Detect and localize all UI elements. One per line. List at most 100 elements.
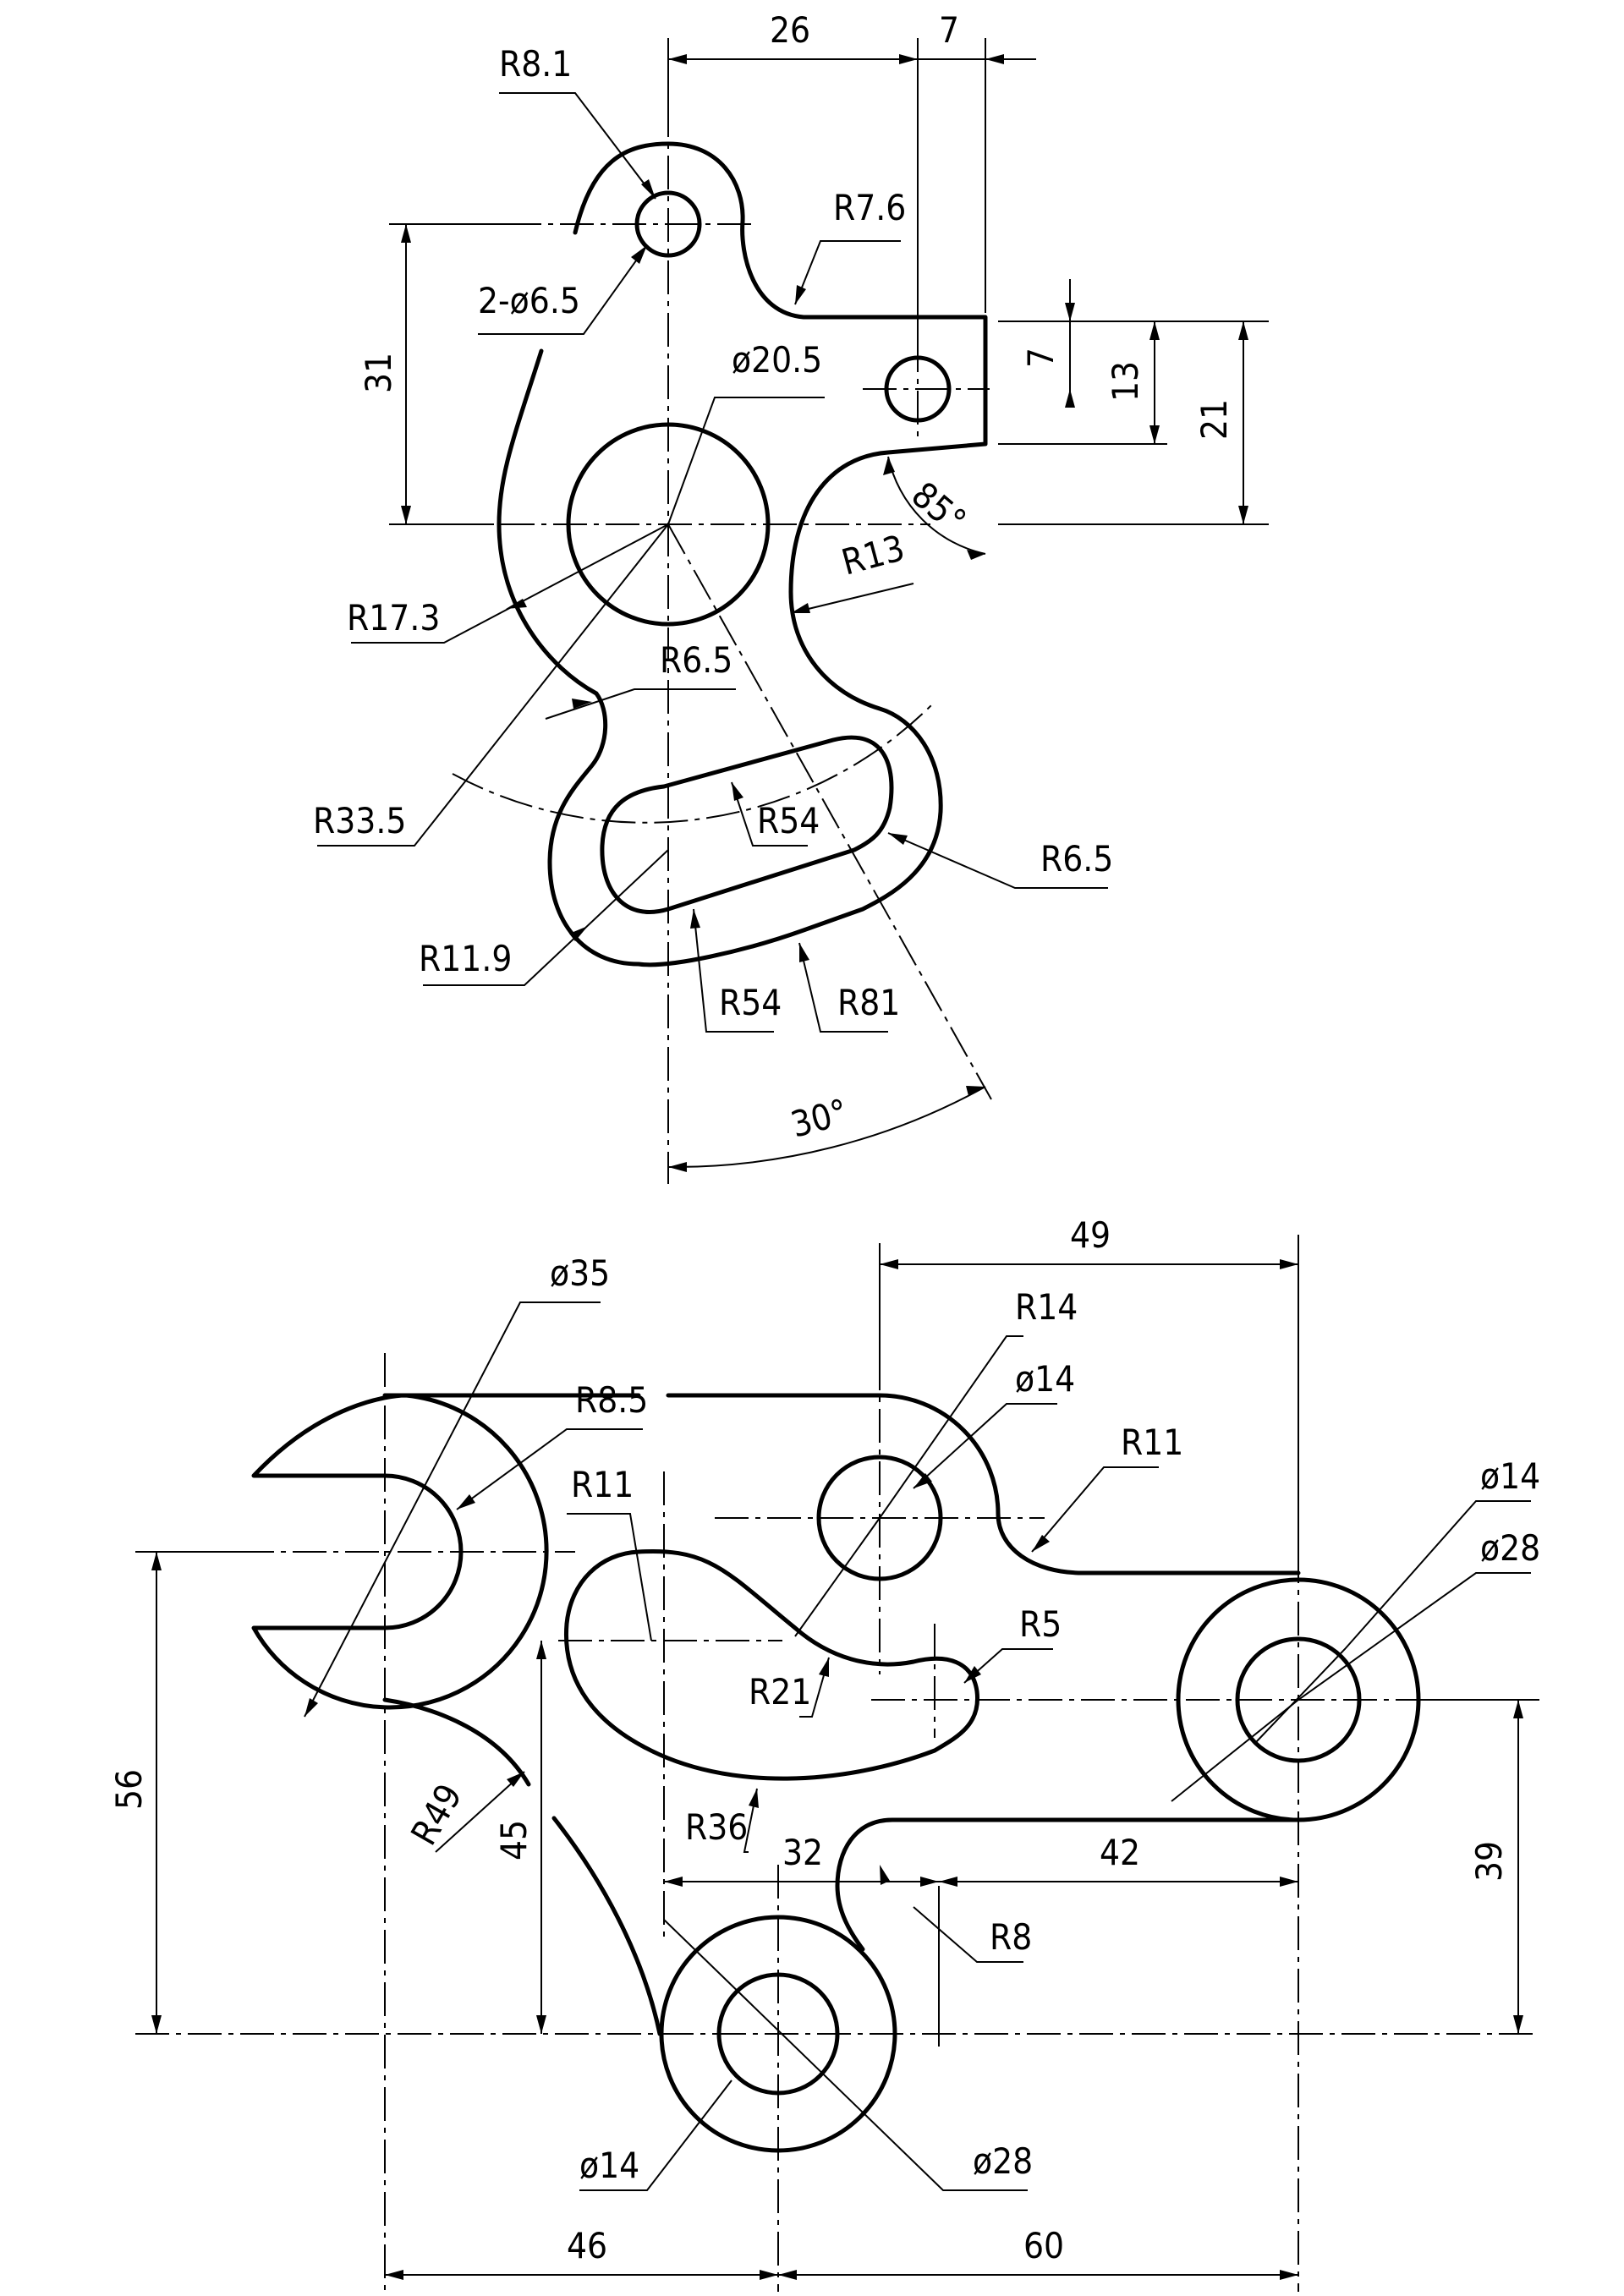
arrowhead [778,2270,797,2280]
dim-label-r6-5-right: R6.5 [1040,838,1113,879]
dim-label-49: 49 [1070,1214,1111,1256]
arrowhead [690,909,700,929]
arrowhead [985,54,1004,64]
dim-label-r14: R14 [1015,1286,1078,1328]
arrowhead [1513,1700,1523,1718]
arrowhead [791,603,810,613]
dim-label-d28-right: ø28 [1480,1527,1540,1569]
arrowhead [1280,1259,1298,1269]
dim-label-r7-6: R7.6 [833,187,906,228]
arrowhead [668,54,687,64]
leader-r33-5 [317,523,669,847]
arrowhead [1280,1877,1298,1887]
arrowhead [964,1666,981,1683]
dim-label-85-deg: 85° [904,474,974,542]
dim-label-r8-1: R8.1 [499,43,572,85]
dim-label-r81: R81 [837,982,900,1023]
leader-r54-inner [731,781,808,847]
arrowhead [888,833,908,845]
arrowhead [151,1552,162,1570]
r33-arc-centerline [452,701,935,824]
arrowhead [819,1658,829,1677]
leader-r5 [963,1648,1053,1684]
arrowhead [1280,2270,1298,2280]
dim-label-r54-inner: R54 [757,800,820,841]
arrowhead [1238,506,1248,524]
dim-label-d28-bottom: ø28 [973,2140,1033,2182]
leader-r11-9 [423,849,669,986]
dim-label-31: 31 [358,353,399,393]
dim-label-42: 42 [1100,1832,1140,1873]
arrowhead [760,2270,778,2280]
arrowhead [914,1473,932,1488]
dim-label-60: 60 [1023,2225,1064,2266]
right-boss-hole-d14 [1235,1636,1362,1763]
arrowhead [572,699,592,709]
leader-2-holes [478,244,648,335]
leader-r6-5-left [545,688,736,720]
arrowhead [631,245,647,264]
leader-r81 [798,942,888,1033]
dim-label-r33-5: R33.5 [313,800,406,841]
leader-r36 [743,1788,758,1853]
arrowhead [1513,2015,1523,2034]
dim-label-21: 21 [1193,399,1235,440]
arrowhead [966,1086,985,1096]
arrowhead [749,1789,759,1808]
angle-arc-85 [887,456,986,555]
arrowhead [401,224,411,243]
dim-label-r17-3: R17.3 [347,597,440,638]
kidney-slot [563,1548,980,1781]
arrowhead [1238,321,1248,340]
dim-label-r54-outer: R54 [719,982,782,1023]
leader-d35 [304,1301,601,1718]
arrowhead [799,943,809,962]
arrowhead [1149,321,1160,340]
dim-label-2-holes: 2-ø6.5 [478,280,580,321]
arrowhead [1065,303,1075,321]
arrowhead [385,2270,403,2280]
dim-label-r49: R49 [403,1777,470,1852]
dim-label-d14-bottom: ø14 [579,2145,639,2186]
dim-label-46: 46 [567,2225,607,2266]
leader-r8-5 [456,1428,643,1510]
leader-r49 [435,1771,525,1853]
dim-label-r13: R13 [837,527,908,584]
arrowhead [304,1698,318,1717]
leader-r14 [794,1335,1023,1637]
arrowhead [569,926,588,941]
dim-label-39: 39 [1468,1841,1510,1882]
dim-label-r5: R5 [1019,1603,1062,1645]
leader-r21 [799,1657,830,1718]
dim-label-r21: R21 [749,1671,811,1712]
angle-arc-30 [667,1086,986,1169]
leader-d28-bottom [663,1919,1028,2191]
arrowhead [1032,1535,1050,1552]
arrowhead [507,1772,524,1787]
dim-label-r6-5-left: R6.5 [660,639,732,681]
top-outer-contour [497,141,988,967]
top-edge-right-with-hook [666,1393,1301,1575]
arrowhead [401,506,411,524]
dim-label-56: 56 [108,1769,150,1810]
leader-r7-6 [794,240,901,305]
leader-d14-bottom [579,2080,732,2191]
dim-label-d14-right: ø14 [1480,1455,1540,1497]
bottom-view: ø35 R8.5 R11 R14 ø14 R11 ø14 ø28 R5 R21 … [108,1214,1540,2292]
dim-label-26: 26 [770,9,810,51]
arrowhead [1065,389,1075,408]
arrowhead [506,599,527,609]
dim-label-r36: R36 [685,1806,748,1848]
r49-upper-arc [382,1697,531,1787]
leader-r11-left [567,1513,652,1641]
dim-label-7-horizontal: 7 [939,9,959,51]
arrowhead [899,54,918,64]
dim-label-7-vertical: 7 [1020,348,1062,368]
arrowhead [457,1494,475,1510]
dim-label-13: 13 [1105,361,1146,402]
leader-d28-right [1171,1572,1531,1802]
dim-label-d20-5: ø20.5 [732,339,822,381]
wrench-jaw [251,1393,549,1710]
arrowhead [668,1162,687,1172]
